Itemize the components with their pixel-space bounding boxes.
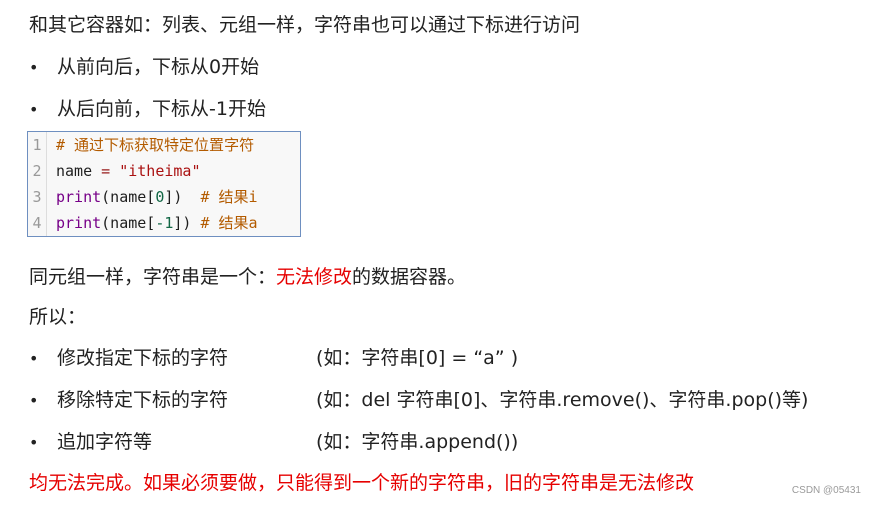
code-space bbox=[191, 214, 200, 232]
immutable-prefix: 同元组一样，字符串是一个： bbox=[29, 266, 277, 288]
operation-modify: • 修改指定下标的字符 bbox=[29, 346, 228, 371]
code-line: 2 name = "itheima" bbox=[28, 158, 300, 184]
code-number: 0 bbox=[155, 188, 165, 206]
code-text: (name[ bbox=[101, 188, 156, 206]
bullet-icon: • bbox=[29, 391, 39, 410]
bullet-text: 从前向后，下标从0开始 bbox=[57, 56, 260, 78]
code-text: (name[ bbox=[101, 214, 156, 232]
operation-label: 移除特定下标的字符 bbox=[57, 389, 229, 411]
bullet-backward-index: • 从后向前，下标从-1开始 bbox=[29, 97, 266, 122]
watermark: CSDN @05431 bbox=[791, 485, 861, 496]
code-line: 3 print(name[0]) # 结果i bbox=[28, 184, 300, 210]
code-text: ]) bbox=[164, 188, 183, 206]
immutable-suffix: 的数据容器。 bbox=[352, 266, 467, 288]
conclusion-text: 均无法完成。如果必须要做，只能得到一个新的字符串，旧的字符串是无法修改 bbox=[29, 472, 695, 494]
operation-label: 追加字符等 bbox=[57, 431, 153, 453]
bullet-icon: • bbox=[29, 58, 39, 77]
bullet-icon: • bbox=[29, 433, 39, 452]
operation-example: (如：字符串.append()) bbox=[316, 431, 519, 453]
bullet-icon: • bbox=[29, 100, 39, 119]
bullet-text: 从后向前，下标从-1开始 bbox=[57, 98, 266, 120]
so-label: 所以： bbox=[29, 306, 87, 328]
operation-example: (如：del 字符串[0]、字符串.remove()、字符串.pop()等) bbox=[316, 389, 809, 411]
code-line: 4 print(name[-1]) # 结果a bbox=[28, 210, 300, 236]
code-space bbox=[182, 188, 200, 206]
code-comment: # 结果a bbox=[200, 214, 258, 232]
code-string: "itheima" bbox=[119, 162, 201, 180]
operation-remove: • 移除特定下标的字符 bbox=[29, 388, 228, 413]
line-number: 1 bbox=[28, 132, 47, 158]
bullet-forward-index: • 从前向后，下标从0开始 bbox=[29, 55, 259, 80]
line-number: 4 bbox=[28, 210, 47, 236]
operation-example: (如：字符串[0] = “a” ) bbox=[316, 347, 519, 369]
code-builtin: print bbox=[56, 188, 102, 206]
code-operator: = bbox=[92, 162, 120, 180]
immutable-highlight: 无法修改 bbox=[276, 266, 353, 288]
code-variable: name bbox=[56, 162, 93, 180]
bullet-icon: • bbox=[29, 349, 39, 368]
code-block: 1 # 通过下标获取特定位置字符 2 name = "itheima" 3 pr… bbox=[27, 131, 301, 237]
code-comment: # 通过下标获取特定位置字符 bbox=[56, 136, 255, 154]
code-text: ]) bbox=[173, 214, 192, 232]
code-comment: # 结果i bbox=[200, 188, 258, 206]
code-line: 1 # 通过下标获取特定位置字符 bbox=[28, 132, 300, 158]
immutable-statement: 同元组一样，字符串是一个：无法修改的数据容器。 bbox=[29, 265, 466, 289]
operation-label: 修改指定下标的字符 bbox=[57, 347, 229, 369]
intro-text: 和其它容器如：列表、元组一样，字符串也可以通过下标进行访问 bbox=[29, 14, 581, 36]
code-number: -1 bbox=[155, 214, 174, 232]
operation-append: • 追加字符等 bbox=[29, 430, 152, 455]
line-number: 2 bbox=[28, 158, 47, 184]
code-builtin: print bbox=[56, 214, 102, 232]
line-number: 3 bbox=[28, 184, 47, 210]
